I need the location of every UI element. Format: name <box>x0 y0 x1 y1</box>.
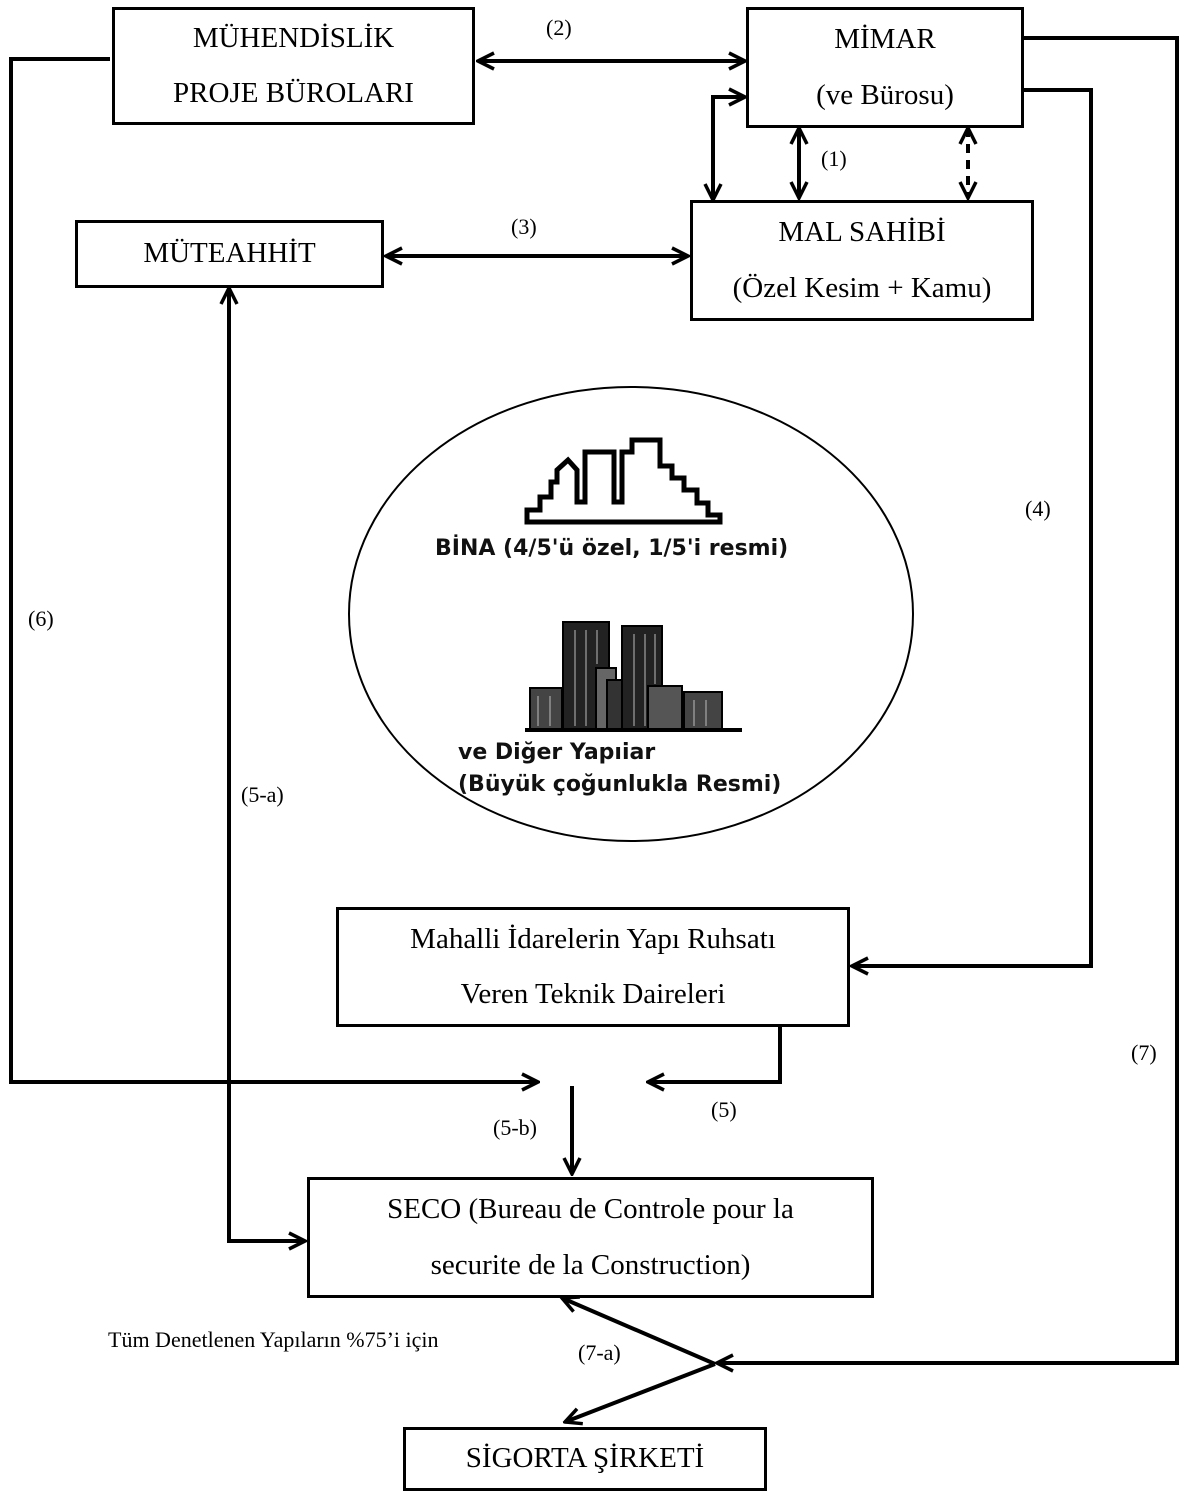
edge-4-arrow <box>852 88 1093 966</box>
sigorta-box: SİGORTA ŞİRKETİ <box>403 1427 767 1491</box>
bina-label: BİNA (4/5'ü özel, 1/5'i resmi) <box>435 536 789 561</box>
coverage-note: Tüm Denetlenen Yapıların %75’i için <box>108 1327 439 1352</box>
edge-label-1: (1) <box>821 146 847 171</box>
edge-label-4: (4) <box>1025 496 1051 521</box>
edge-7-arrow <box>717 36 1179 1363</box>
edge-label-6: (6) <box>28 606 54 631</box>
muhendislik-box: MÜHENDİSLİK PROJE BÜROLARI <box>112 7 475 125</box>
building-ellipse <box>348 386 914 842</box>
sigorta-line1: SİGORTA ŞİRKETİ <box>465 1442 705 1475</box>
edge-label-5b: (5-b) <box>493 1115 537 1140</box>
mimar-line1: MİMAR <box>834 23 936 56</box>
edge-7a-seco-arrow <box>562 1298 716 1366</box>
diger-yapilar-line2: (Büyük çoğunlukla Resmi) <box>458 772 782 797</box>
edge-label-2: (2) <box>546 15 572 40</box>
edge-label-3: (3) <box>511 214 537 239</box>
seco-line2: securite de la Construction) <box>430 1248 751 1281</box>
muteahhit-line1: MÜTEAHHİT <box>143 237 316 270</box>
mal-sahibi-line2: (Özel Kesim + Kamu) <box>732 271 992 304</box>
edge-label-5: (5) <box>711 1097 737 1122</box>
edge-label-5a: (5-a) <box>241 782 284 807</box>
edge-label-7: (7) <box>1131 1040 1157 1065</box>
seco-line1: SECO (Bureau de Controle pour la <box>387 1193 794 1226</box>
stepped-building-icon <box>524 437 723 525</box>
muteahhit-box: MÜTEAHHİT <box>75 220 384 288</box>
mimar-line2: (ve Bürosu) <box>816 78 954 111</box>
edge-5a-arrow <box>229 288 305 1241</box>
edge-label-7a: (7-a) <box>578 1340 621 1365</box>
edge-5-arrow <box>648 1026 782 1082</box>
mahalli-line2: Veren Teknik Daireleri <box>460 978 726 1010</box>
muhendislik-line1: MÜHENDİSLİK <box>192 21 395 54</box>
mahalli-box: Mahalli İdarelerin Yapı Ruhsatı Veren Te… <box>336 907 850 1027</box>
seco-box: SECO (Bureau de Controle pour la securit… <box>307 1177 874 1298</box>
mal-sahibi-line1: MAL SAHİBİ <box>778 216 946 249</box>
diger-yapilar-line1: ve Diğer Yapıiar <box>458 740 656 765</box>
mahalli-line1: Mahalli İdarelerin Yapı Ruhsatı <box>410 922 776 955</box>
edge-mimar-malsahibi-left <box>713 97 745 200</box>
edge-7a-sigorta-arrow <box>565 1362 716 1422</box>
skyline-windows <box>537 630 707 726</box>
mimar-box: MİMAR (ve Bürosu) <box>746 7 1024 128</box>
mal-sahibi-box: MAL SAHİBİ (Özel Kesim + Kamu) <box>690 200 1034 321</box>
muhendislik-line2: PROJE BÜROLARI <box>173 77 414 109</box>
